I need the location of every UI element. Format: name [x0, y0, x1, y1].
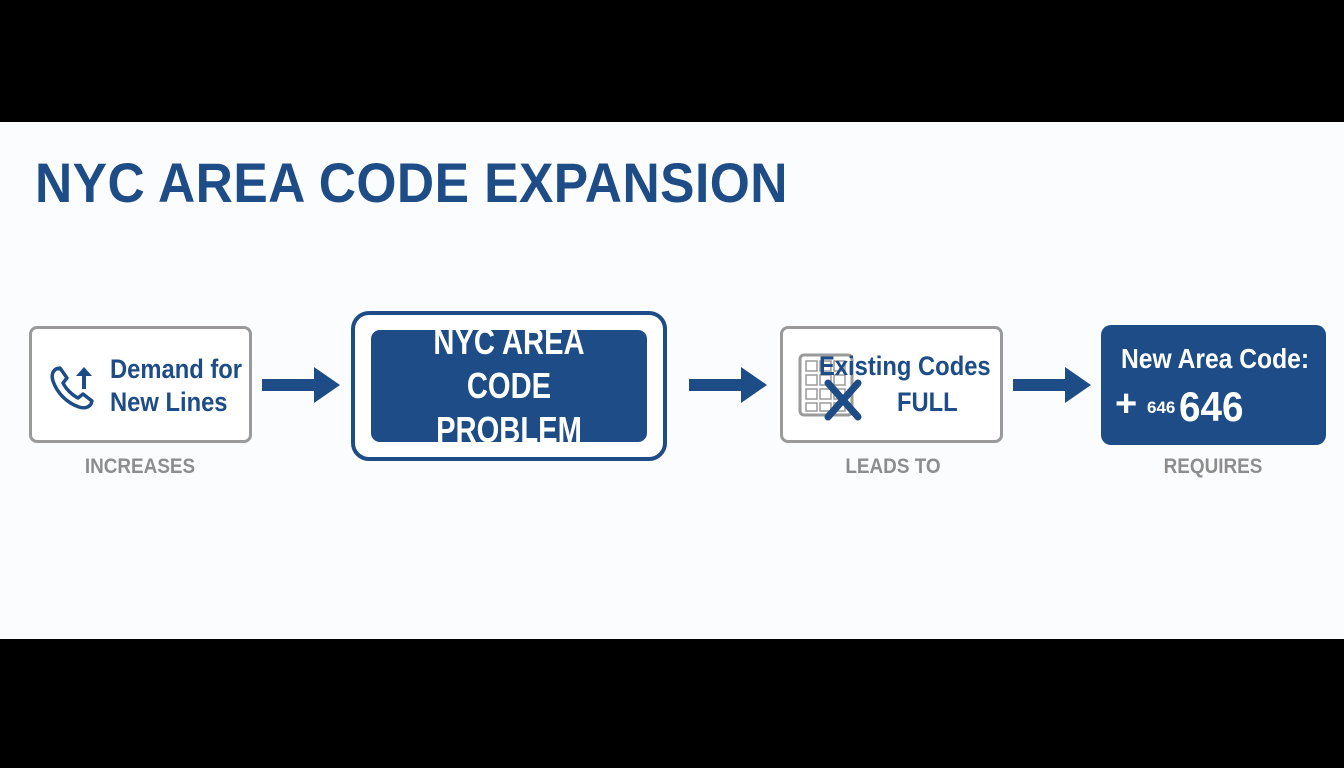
node-problem-label: NYC AREA CODE PROBLEM — [371, 321, 647, 450]
node-new-code: New Area Code: + 646 646 — [1101, 325, 1326, 445]
plus-sign: + — [1115, 383, 1138, 425]
edge-label-increases: INCREASES — [84, 455, 196, 478]
arrow-right-icon — [1013, 367, 1091, 403]
node-existing-line2: FULL — [897, 387, 958, 417]
edge-label-leads-to: LEADS TO — [845, 455, 941, 478]
node-existing-line1: Existing Codes — [819, 351, 991, 381]
arrow-right-icon — [689, 367, 767, 403]
node-problem-line2: PROBLEM — [436, 409, 582, 450]
phone-arrow-up-icon — [50, 366, 94, 410]
big-area-code: 646 — [1179, 383, 1244, 430]
node-demand: Demand for New Lines — [29, 326, 252, 443]
node-problem-line1: NYC AREA CODE — [433, 321, 585, 406]
node-new-code-line1: New Area Code: — [1121, 343, 1310, 374]
slide: NYC AREA CODE EXPANSION Demand for New L… — [0, 122, 1344, 639]
keypad-x-icon — [798, 353, 862, 421]
page-title: NYC AREA CODE EXPANSION — [35, 151, 788, 214]
node-problem: NYC AREA CODE PROBLEM — [351, 311, 667, 461]
node-demand-line1: Demand for — [110, 354, 243, 384]
arrow-right-icon — [262, 367, 340, 403]
node-existing: Existing Codes FULL — [780, 326, 1003, 443]
small-area-code: 646 — [1147, 398, 1176, 417]
node-demand-label: Demand for New Lines — [110, 353, 242, 419]
node-demand-line2: New Lines — [110, 387, 228, 417]
edge-label-requires: REQUIRES — [1163, 455, 1263, 478]
